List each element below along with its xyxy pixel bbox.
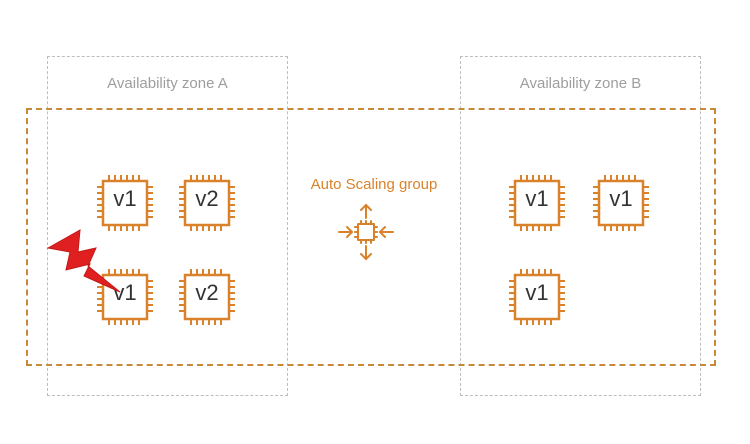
instance-a2: v2 <box>176 172 238 234</box>
ec2-instance-icon <box>509 269 565 325</box>
instance-b3: v1 <box>506 266 568 328</box>
instance-version-label: v1 <box>113 280 137 305</box>
zone-a-label: Availability zone A <box>107 75 228 92</box>
instance-version-label: v1 <box>525 280 549 305</box>
auto-scaling-icon <box>338 204 394 260</box>
instance-a3: v1 <box>94 266 156 328</box>
instance-version-label: v2 <box>195 280 219 305</box>
instance-version-label: v1 <box>609 186 633 211</box>
availability-zone-a: Availability zone A <box>47 56 288 396</box>
ec2-instance-icon <box>509 175 565 231</box>
ec2-instance-icon <box>97 269 153 325</box>
instance-version-label: v1 <box>525 186 549 211</box>
instance-a1: v1 <box>94 172 156 234</box>
ec2-instance-icon <box>593 175 649 231</box>
auto-scaling-group-box <box>26 108 716 366</box>
availability-zone-b: Availability zone B <box>460 56 701 396</box>
instance-a4: v2 <box>176 266 238 328</box>
instance-version-label: v2 <box>195 186 219 211</box>
auto-scaling-group-label: Auto Scaling group <box>310 176 438 193</box>
instance-version-label: v1 <box>113 186 137 211</box>
ec2-instance-icon <box>179 175 235 231</box>
instance-b1: v1 <box>506 172 568 234</box>
zone-b-label: Availability zone B <box>519 75 642 92</box>
ec2-instance-icon <box>179 269 235 325</box>
instance-b2: v1 <box>590 172 652 234</box>
ec2-instance-icon <box>97 175 153 231</box>
lightning-failure-icon <box>46 229 121 293</box>
